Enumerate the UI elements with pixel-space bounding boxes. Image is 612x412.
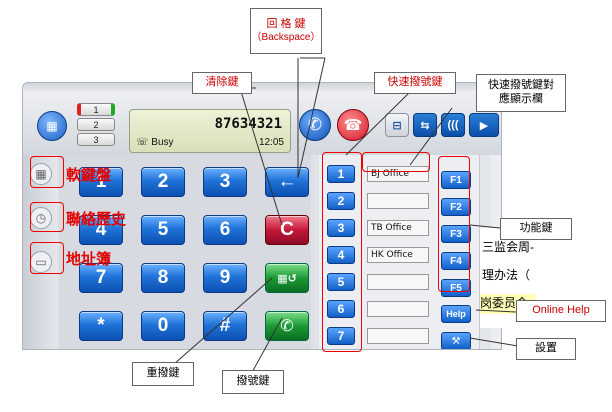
call-display: 87634321 ☏ Busy 12:05 (129, 109, 291, 153)
key-4[interactable]: 4 (79, 215, 123, 245)
speed-dial-2[interactable]: 2 (327, 192, 355, 210)
callout-clear: 清除鍵 (192, 72, 252, 94)
speed-dial-entry-5 (367, 274, 429, 290)
speed-dial-7[interactable]: 7 (327, 327, 355, 345)
handset-icon: ✆ (280, 318, 294, 335)
soft-keypad: 1 2 3 ← 4 5 6 C 7 8 9 ▦↺ * 0 # ✆ (59, 155, 311, 349)
hold-button[interactable]: ⊟ (385, 113, 409, 137)
speed-dial-entry-6 (367, 301, 429, 317)
callout-online-help: Online Help (516, 300, 606, 322)
display-status: Busy (151, 137, 174, 148)
wrench-icon: ⚒ (451, 335, 461, 347)
clear-key[interactable]: C (265, 215, 309, 245)
display-time: 12:05 (258, 137, 284, 148)
speed-dial-4[interactable]: 4 (327, 246, 355, 264)
key-7[interactable]: 7 (79, 263, 123, 293)
hangup-icon: ☎ (343, 117, 363, 134)
callout-function-keys: 功能鍵 (500, 218, 572, 240)
callout-backspace: 回 格 鍵 （Backspace） (250, 8, 322, 54)
speed-dial-3[interactable]: 3 (327, 219, 355, 237)
speed-dial-entry-2 (367, 193, 429, 209)
phone-window: ▦ 1 2 3 87634321 ☏ Busy 12:05 ✆ ☎ ⊟ ⇆ (22, 82, 502, 350)
background-text-line: 三监会周- (482, 240, 534, 254)
status-area: ☏ Busy (136, 137, 174, 148)
speed-dial-panel: 1 2 3 4 5 6 7 BJ Office TB Office HK Off… (319, 155, 501, 349)
highlight-sidebar-history (30, 202, 64, 232)
highlight-sidebar-book (30, 242, 64, 274)
speed-dial-entry-4: HK Office (367, 247, 429, 263)
line-button-3[interactable]: 3 (77, 133, 115, 146)
clock-icon: ◷ (35, 211, 47, 225)
hold-icon: ⊟ (392, 119, 402, 132)
conference-icon: ((( (447, 119, 459, 131)
handset-icon: ☏ (136, 137, 152, 148)
keypad-mode-button[interactable]: ▦ (37, 111, 67, 141)
grid-icon: ▦ (35, 167, 47, 181)
key-0[interactable]: 0 (141, 311, 185, 341)
settings-button[interactable]: ⚒ (441, 332, 471, 349)
key-6[interactable]: 6 (203, 215, 247, 245)
background-text-line: 理办法（ (482, 268, 531, 282)
window-titlebar (23, 83, 501, 91)
speed-dial-6[interactable]: 6 (327, 300, 355, 318)
callout-settings: 設置 (516, 338, 576, 360)
redial-icon: ▦↺ (277, 272, 297, 285)
function-key-f2[interactable]: F2 (441, 198, 471, 216)
speed-dial-1[interactable]: 1 (327, 165, 355, 183)
transfer-icon: ⇆ (420, 119, 430, 132)
highlight-function-keys (438, 156, 470, 292)
callout-speed-dial: 快速撥號鍵 (374, 72, 456, 94)
key-9[interactable]: 9 (203, 263, 247, 293)
more-button[interactable]: ▶ (469, 113, 499, 137)
key-3[interactable]: 3 (203, 167, 247, 197)
line-button-1[interactable]: 1 (77, 103, 115, 116)
speed-dial-entry-7 (367, 328, 429, 344)
top-bar: ▦ 1 2 3 87634321 ☏ Busy 12:05 ✆ ☎ ⊟ ⇆ (23, 91, 501, 155)
answer-call-button[interactable]: ✆ (299, 109, 331, 141)
function-key-f3[interactable]: F3 (441, 225, 471, 243)
grid-icon: ▦ (46, 119, 58, 133)
label-addressbook: 地址簿 (66, 251, 112, 268)
key-star[interactable]: * (79, 311, 123, 341)
callout-redial: 重撥鍵 (132, 362, 194, 386)
speed-dial-5[interactable]: 5 (327, 273, 355, 291)
help-button[interactable]: Help (441, 305, 471, 323)
key-2[interactable]: 2 (141, 167, 185, 197)
callout-speed-display: 快速撥號鍵對 應顯示欄 (476, 74, 566, 112)
highlight-speed-dial-column (322, 152, 362, 352)
highlight-sidebar-keypad (30, 156, 64, 188)
speed-dial-entry-1: BJ Office (367, 166, 429, 182)
redial-key[interactable]: ▦↺ (265, 263, 309, 293)
label-history: 聯絡歷史 (66, 211, 127, 228)
line-button-2[interactable]: 2 (77, 118, 115, 131)
book-icon: ▭ (35, 255, 47, 269)
hangup-button[interactable]: ☎ (337, 109, 369, 141)
key-8[interactable]: 8 (141, 263, 185, 293)
speed-dial-entry-3: TB Office (367, 220, 429, 236)
function-key-f4[interactable]: F4 (441, 252, 471, 270)
key-1[interactable]: 1 (79, 167, 123, 197)
callout-dial: 撥號鍵 (222, 370, 284, 394)
highlight-speed-dial-entries (362, 152, 430, 172)
key-hash[interactable]: # (203, 311, 247, 341)
function-key-f1[interactable]: F1 (441, 171, 471, 189)
label-softkeypad: 軟鍵盤 (66, 167, 112, 184)
more-icon: ▶ (479, 119, 489, 132)
display-number: 87634321 (214, 116, 282, 132)
backspace-arrow-icon: ← (277, 171, 297, 192)
softkeypad-tab[interactable]: ▦ (30, 163, 52, 185)
transfer-button[interactable]: ⇆ (413, 113, 437, 137)
key-5[interactable]: 5 (141, 215, 185, 245)
